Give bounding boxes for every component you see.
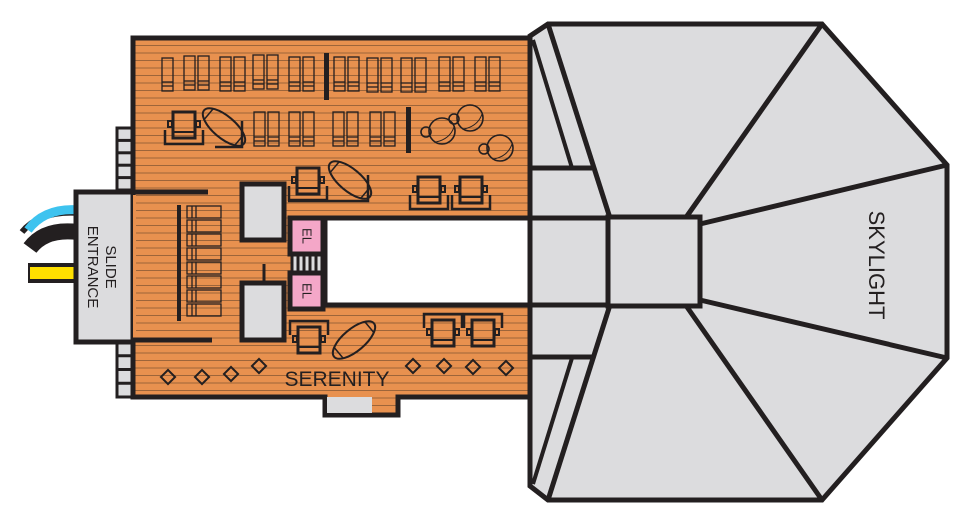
- round-table: [448, 104, 484, 132]
- sun-lounger: [288, 56, 301, 92]
- armchair: [287, 166, 329, 202]
- slide-label: SLIDE: [102, 245, 119, 288]
- sun-lounger: [186, 275, 222, 289]
- serenity-label: SERENITY: [284, 368, 389, 391]
- planter-icon: [435, 357, 453, 375]
- elevator-stairs: [290, 253, 324, 274]
- divider: [177, 205, 181, 321]
- sun-lounger: [186, 205, 222, 219]
- yellow-slide: [30, 267, 80, 279]
- sun-lounger: [197, 55, 210, 91]
- sun-lounger: [302, 56, 315, 92]
- sun-lounger: [438, 56, 451, 92]
- armchair: [288, 319, 330, 355]
- elevator-bottom[interactable]: EL: [287, 270, 326, 312]
- sun-lounger: [302, 111, 315, 147]
- sun-lounger: [186, 219, 222, 233]
- armchair: [450, 175, 492, 211]
- planter-icon: [497, 359, 515, 377]
- entrance-label: ENTRANCE: [84, 226, 101, 309]
- sun-lounger: [253, 111, 266, 147]
- divider: [406, 107, 411, 153]
- sun-lounger: [186, 233, 222, 247]
- room-lower: [239, 280, 287, 343]
- sun-lounger: [288, 111, 301, 147]
- sun-lounger: [346, 111, 359, 147]
- sun-lounger: [452, 56, 465, 92]
- sun-lounger: [474, 56, 487, 92]
- planter-icon: [222, 365, 240, 383]
- sun-lounger: [161, 57, 174, 92]
- sun-lounger: [380, 57, 393, 93]
- planter-icon: [193, 368, 211, 386]
- armchair: [462, 312, 504, 348]
- sun-lounger: [219, 56, 232, 92]
- sun-lounger: [383, 111, 396, 147]
- daybed: [331, 320, 377, 360]
- sun-lounger: [183, 55, 196, 91]
- sun-lounger: [488, 56, 501, 92]
- round-table: [478, 134, 514, 162]
- daybed: [201, 107, 247, 147]
- sun-lounger: [332, 111, 345, 147]
- planter-icon: [404, 357, 422, 375]
- sun-lounger: [400, 57, 413, 93]
- planter-icon: [250, 357, 268, 375]
- sun-lounger: [233, 56, 246, 92]
- room-upper: [239, 181, 287, 243]
- sun-lounger: [186, 303, 222, 317]
- furniture: [159, 53, 515, 386]
- armchair: [422, 312, 464, 348]
- round-table: [420, 117, 456, 145]
- sun-lounger: [266, 54, 279, 90]
- skylight-label: SKYLIGHT: [864, 211, 889, 320]
- armchair: [408, 175, 450, 211]
- sun-lounger: [333, 56, 346, 92]
- sun-lounger: [252, 54, 265, 90]
- elevator-label: EL: [300, 228, 315, 244]
- planter-icon: [464, 358, 482, 376]
- elevator-label: EL: [300, 283, 315, 299]
- planter-icon: [159, 368, 177, 386]
- sun-lounger: [347, 56, 360, 92]
- sun-lounger: [186, 289, 222, 303]
- sun-lounger: [369, 111, 382, 147]
- sun-lounger: [366, 57, 379, 93]
- armchair: [163, 110, 205, 146]
- sun-lounger: [186, 261, 222, 275]
- elevator-top[interactable]: EL: [287, 215, 326, 257]
- slide-entrance[interactable]: [19, 189, 139, 345]
- skylight-area[interactable]: [527, 21, 950, 503]
- sun-lounger: [186, 247, 222, 261]
- stairs-left-top: [115, 126, 135, 192]
- divider: [324, 53, 329, 100]
- sun-lounger: [267, 111, 280, 147]
- sun-lounger: [414, 57, 427, 93]
